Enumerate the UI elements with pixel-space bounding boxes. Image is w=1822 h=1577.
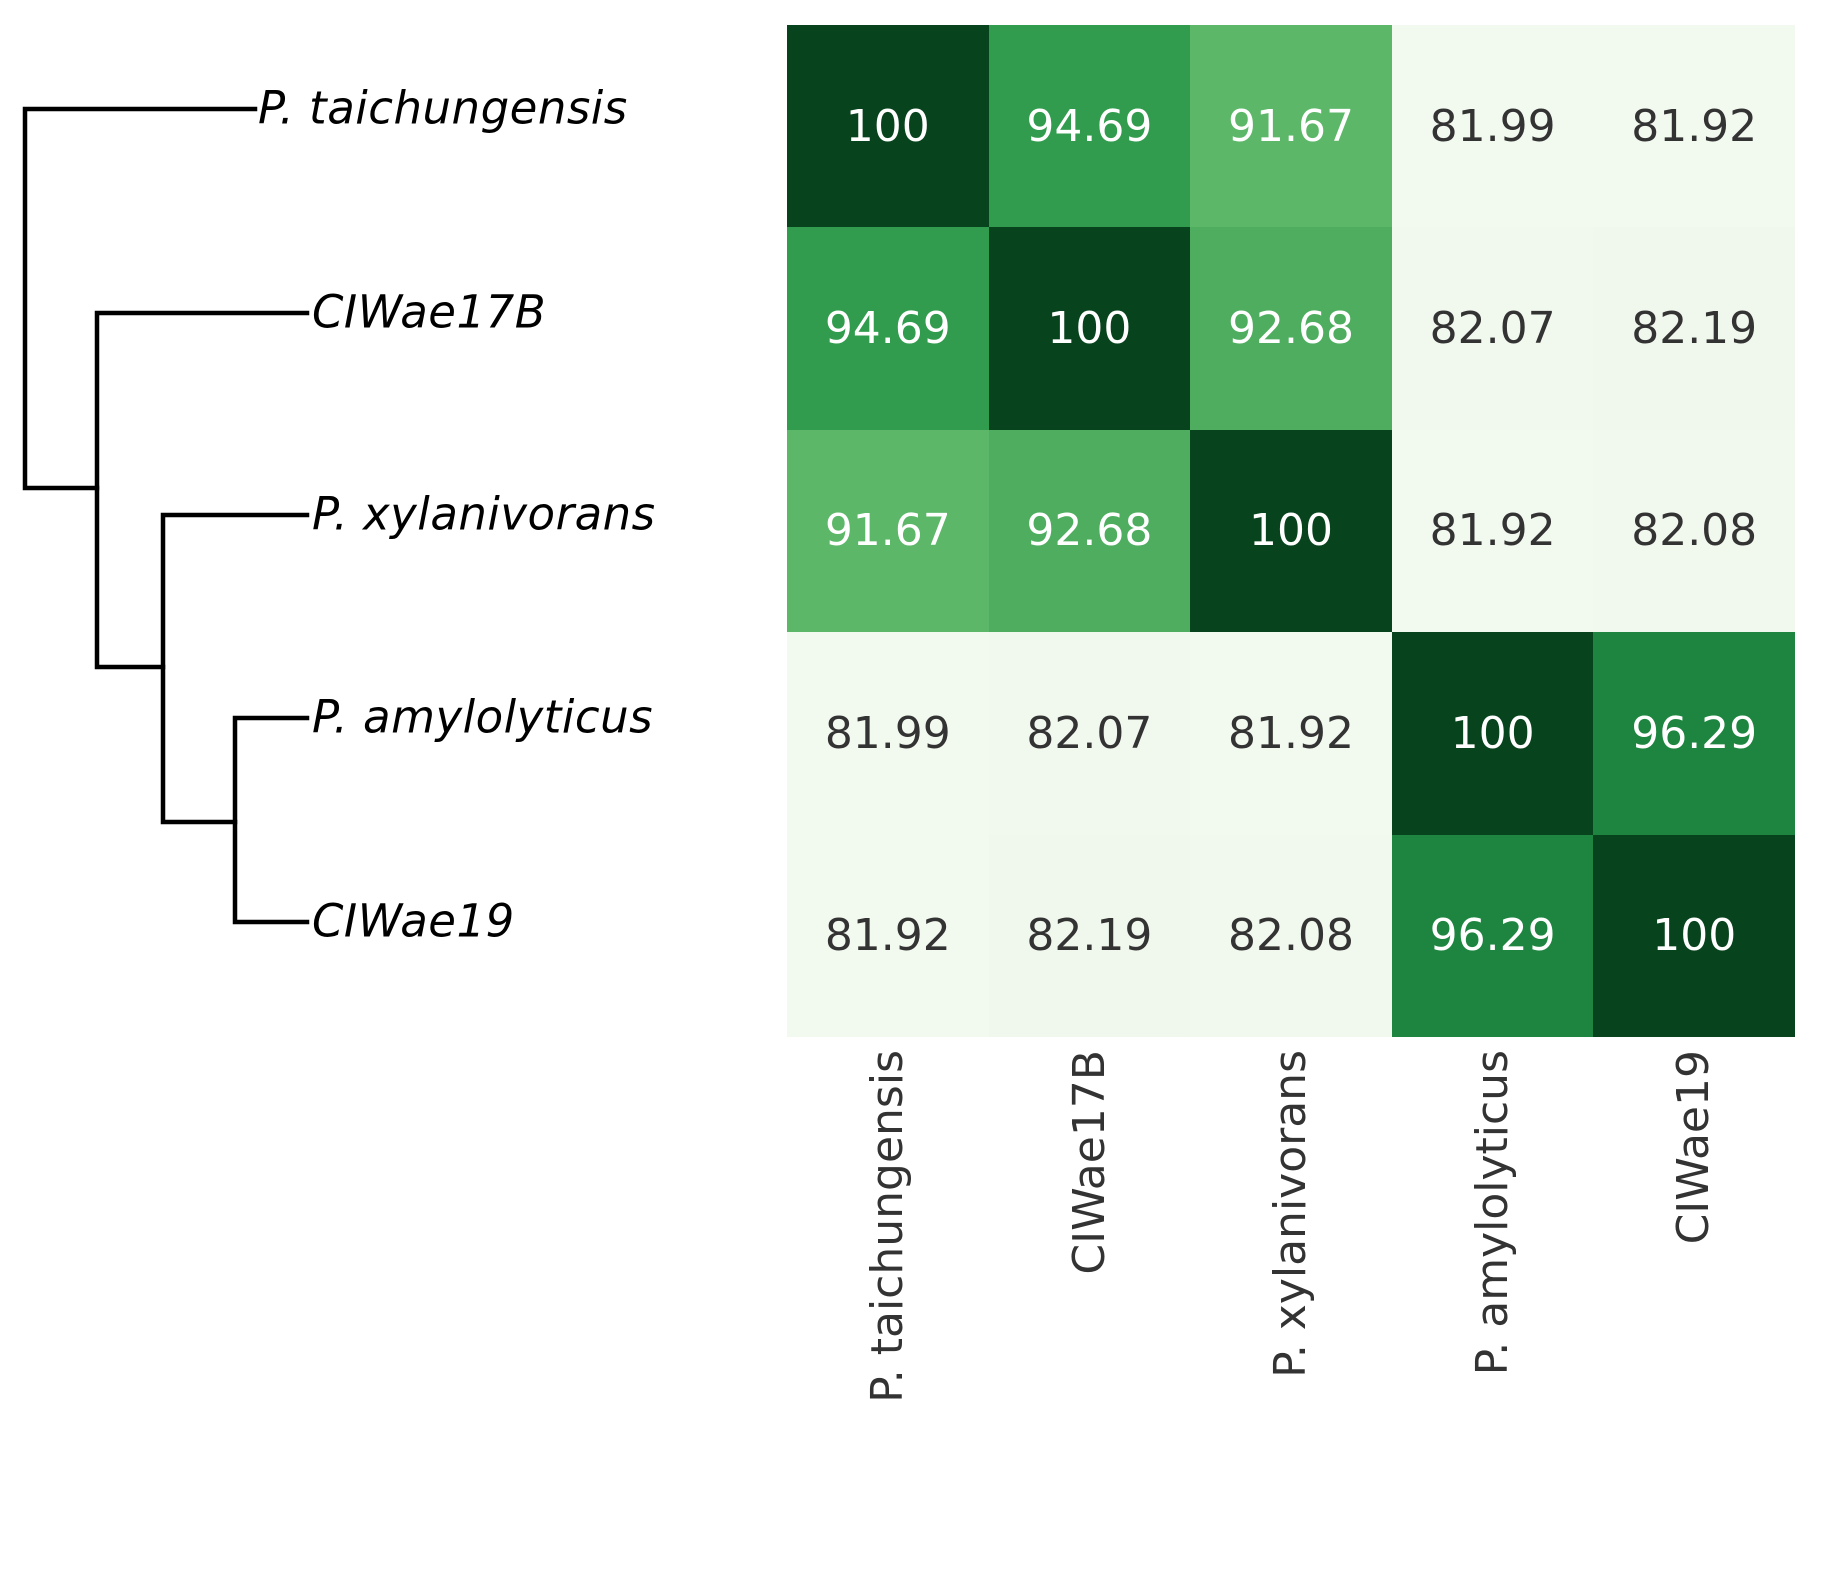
- phylogenetic-tree: [22, 106, 310, 925]
- heatmap-cell-r1c3: 82.07: [1391, 227, 1594, 430]
- heatmap-cell-r1c0: 94.69: [787, 227, 989, 430]
- heatmap-cell-r3c0: 81.99: [787, 632, 989, 835]
- row-label-p-amylolyticus: P. amylolyticus: [312, 690, 654, 744]
- heatmap-cell-r0c4: 81.92: [1593, 25, 1795, 228]
- heatmap-cell-r4c2: 82.08: [1190, 834, 1392, 1037]
- row-label-p-taichungensis: P. taichungensis: [258, 81, 628, 135]
- heatmap-cell-r0c1: 94.69: [988, 25, 1191, 228]
- heatmap-cell-r2c4: 82.08: [1593, 429, 1795, 633]
- heatmap-cell-r1c4: 82.19: [1593, 227, 1795, 430]
- tree-branch-root: [22, 106, 258, 491]
- heatmap-cell-r4c3: 96.29: [1391, 834, 1594, 1037]
- heatmap-cell-r2c2: 100: [1190, 429, 1392, 633]
- heatmap-cell-r3c4: 96.29: [1593, 632, 1795, 835]
- tree-branch-clade-a: [94, 310, 310, 670]
- heatmap-cell-r3c1: 82.07: [988, 632, 1191, 835]
- heatmap-cell-r2c0: 91.67: [787, 429, 989, 633]
- column-label-p-taichungensis: P. taichungensis: [862, 1050, 913, 1403]
- heatmap-cell-r2c3: 81.92: [1391, 429, 1594, 633]
- heatmap-cell-r2c1: 92.68: [988, 429, 1191, 633]
- heatmap-cell-r0c0: 100: [787, 25, 989, 228]
- heatmap-cell-r1c1: 100: [988, 227, 1191, 430]
- row-label-ciwae17b: CIWae17B: [312, 285, 547, 339]
- heatmap-cell-r3c2: 81.92: [1190, 632, 1392, 835]
- heatmap-cell-r4c0: 81.92: [787, 834, 989, 1037]
- heatmap-cell-r1c2: 92.68: [1190, 227, 1392, 430]
- tree-branch-clade-c: [232, 715, 310, 925]
- heatmap: 100 94.69 91.67 81.99 81.92 94.69 100 92…: [787, 25, 1795, 1037]
- column-label-ciwae17b: CIWae17B: [1064, 1050, 1115, 1275]
- tree-branch-clade-b: [160, 512, 310, 825]
- heatmap-cell-r4c4: 100: [1593, 834, 1795, 1037]
- row-label-p-xylanivorans: P. xylanivorans: [312, 487, 656, 541]
- column-label-p-amylolyticus: P. amylolyticus: [1467, 1050, 1518, 1376]
- heatmap-cell-r4c1: 82.19: [988, 834, 1191, 1037]
- column-label-p-xylanivorans: P. xylanivorans: [1265, 1050, 1316, 1378]
- heatmap-cell-r0c2: 91.67: [1190, 25, 1392, 228]
- heatmap-cell-r0c3: 81.99: [1391, 25, 1594, 228]
- column-label-ciwae19: CIWae19: [1668, 1050, 1719, 1245]
- heatmap-cell-r3c3: 100: [1391, 632, 1594, 835]
- row-label-ciwae19: CIWae19: [312, 894, 515, 948]
